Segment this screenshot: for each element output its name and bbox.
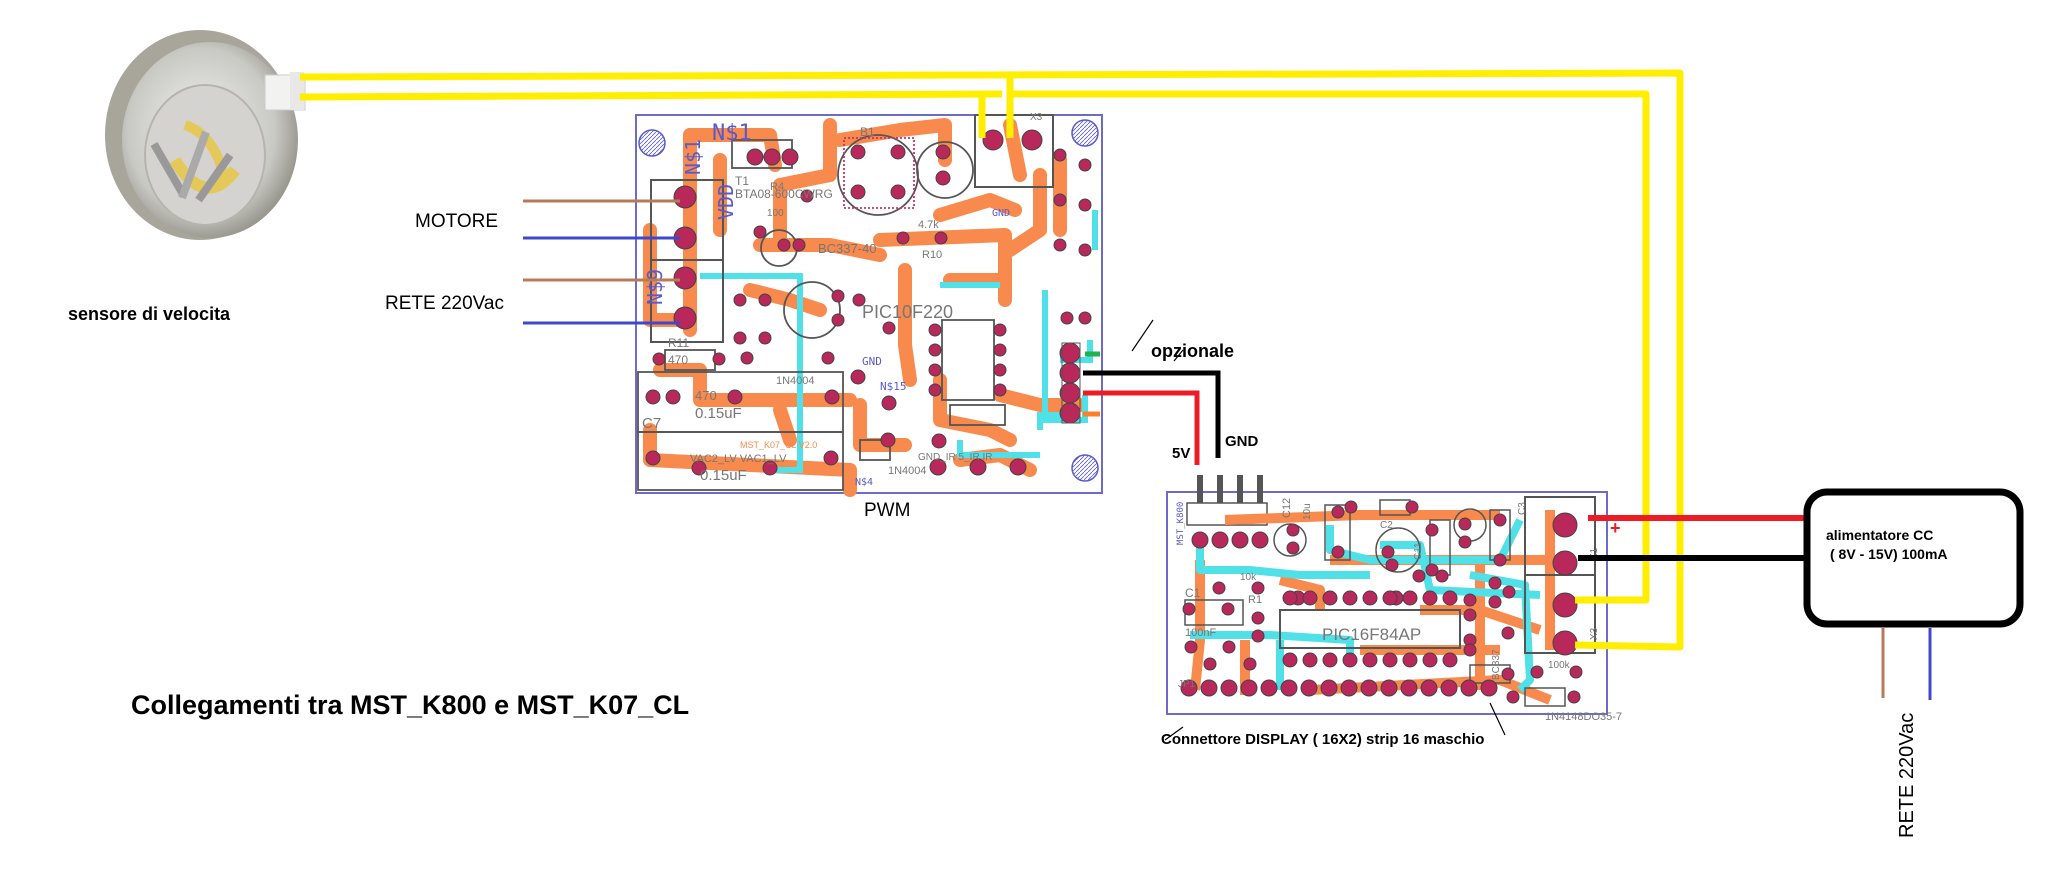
net-label: GND: [862, 355, 882, 368]
plus-marker: +: [1610, 518, 1621, 538]
component-label: GND_IR 5_IR IR: [918, 452, 992, 463]
component-label: R10: [922, 249, 942, 261]
component-label: 100nF: [1185, 627, 1216, 639]
component-label: R11: [668, 336, 689, 350]
pic-pins: [1282, 590, 1458, 668]
component-label: R4: [770, 181, 784, 193]
component-label: C3: [1517, 502, 1528, 515]
rete-right-label: RETE 220Vac: [1896, 713, 1918, 838]
gnd-label: GND: [1225, 433, 1259, 450]
component-label: 1N4004: [776, 375, 815, 387]
net-label: N$9: [643, 269, 667, 305]
component-label: X3: [1030, 112, 1043, 123]
component-label: C1: [1185, 586, 1201, 600]
net-label: GND: [992, 208, 1010, 219]
sensor-wires-yellow: [299, 69, 1684, 651]
yellow-wire-1: [299, 69, 1684, 651]
rete-left-label: RETE 220Vac: [385, 293, 504, 314]
yellow-wire-2a: [299, 90, 1003, 101]
board-name-label: MST_K800: [1176, 502, 1186, 545]
net-label: VDD: [714, 184, 738, 220]
component-label: PIC10F220: [862, 302, 953, 322]
diagram-title: Collegamenti tra MST_K800 e MST_K07_CL: [131, 690, 689, 720]
optional-header: [1061, 342, 1081, 424]
power-supply-box: [1803, 488, 2024, 628]
pcb-mst-k07-cl: N$1 N$1 VDD N$9 T1 BTA08-600CWRG R4 100 …: [635, 112, 1103, 497]
5v-wire: [1083, 390, 1200, 465]
optional-wires: [1083, 319, 1221, 465]
psu-label-line2: ( 8V - 15V) 100mA: [1830, 546, 1948, 562]
component-label: 1N4148DO35-7: [1545, 711, 1622, 723]
callout-line: [1131, 319, 1154, 352]
mains-wires-left: [523, 199, 680, 325]
component-label: T1: [735, 174, 749, 188]
component-label: X1: [1589, 547, 1600, 560]
psu-wires: [1578, 515, 1932, 700]
net-label: N$4: [855, 477, 873, 488]
pwm-label: PWM: [864, 500, 910, 521]
component-label: JP1: [1178, 679, 1196, 690]
component-label: 100: [767, 208, 784, 219]
component-label: 0.15uF: [695, 405, 742, 422]
board-revision-label: MST_K07_CL V2.0: [740, 440, 817, 450]
component-label: PIC16F84AP: [1322, 625, 1421, 644]
psu-label-line1: alimentatore CC: [1826, 527, 1933, 543]
sensor-label: sensore di velocita: [68, 304, 231, 324]
pcb-pads: [645, 129, 1092, 476]
component-label: C12: [1281, 498, 1293, 518]
component-label: 470: [668, 353, 688, 367]
display-connector-pins: [1180, 679, 1498, 697]
net-label: N$1: [681, 139, 705, 175]
pcb-right-labels: PIC16F84AP C1 100nF R1 10k C12 10u C11 C…: [1176, 498, 1622, 723]
component-label: B1: [860, 125, 875, 139]
component-label: 4.7k: [918, 219, 939, 231]
component-label: R1: [1248, 594, 1262, 606]
net-label: N$15: [880, 380, 907, 393]
pcb-mst-k800: PIC16F84AP C1 100nF R1 10k C12 10u C11 C…: [1166, 475, 1622, 723]
component-label: C2: [1380, 520, 1393, 531]
component-label: BTA08-600CWRG: [735, 187, 833, 201]
component-label: 1N4004: [888, 465, 927, 477]
component-label: 10u: [1302, 503, 1313, 520]
motore-label: MOTORE: [415, 211, 498, 232]
gnd-wire: [1083, 370, 1221, 458]
component-label: BC337: [1491, 649, 1502, 680]
5v-label: 5V: [1172, 445, 1190, 462]
callout-line: [1173, 349, 1184, 362]
component-label: C7: [642, 415, 661, 432]
component-label: BC337-40: [818, 241, 877, 256]
display-callouts: [1164, 702, 1506, 741]
pcb-pads: [1182, 500, 1583, 704]
opzionale-label: opzionale: [1151, 341, 1234, 361]
component-label: X3: [1589, 627, 1600, 640]
component-label: 470: [695, 388, 717, 403]
yellow-wire-2b: [1013, 90, 1650, 604]
component-label: 0.15uF: [700, 467, 747, 484]
speed-sensor-image: [105, 30, 306, 240]
component-label: 10k: [1240, 572, 1257, 583]
component-label: 100k: [1548, 660, 1571, 671]
component-label: VAC2_LV VAC1_LV: [690, 453, 787, 465]
net-label: N$1: [712, 121, 752, 146]
component-label: C11: [1413, 542, 1424, 560]
display-connector-label: Connettore DISPLAY ( 16X2) strip 16 masc…: [1161, 731, 1484, 748]
mounting-holes: [638, 119, 1099, 482]
pcb-left-labels: N$1 N$1 VDD N$9 T1 BTA08-600CWRG R4 100 …: [642, 112, 1043, 488]
